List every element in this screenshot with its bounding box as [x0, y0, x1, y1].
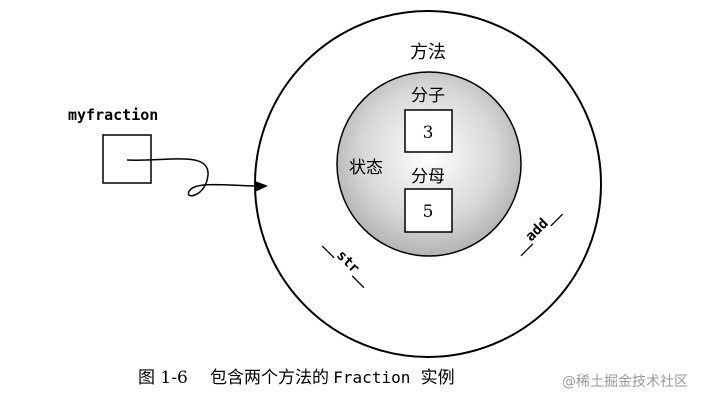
numerator-value: 3	[423, 123, 434, 143]
figure-caption: 图 1-6 包含两个方法的 Fraction 实例	[138, 368, 455, 388]
caption-text-after: 实例	[421, 368, 455, 388]
variable-label: myfraction	[68, 106, 158, 124]
variable-box	[102, 134, 152, 184]
caption-code: Fraction	[333, 368, 410, 387]
state-label: 状态	[349, 158, 383, 178]
watermark: @稀土掘金技术社区	[562, 374, 688, 390]
denominator-box	[404, 188, 453, 233]
outer-methods-label: 方法	[410, 42, 446, 63]
numerator-box	[404, 109, 453, 153]
denominator-value: 5	[423, 202, 434, 222]
caption-prefix: 图 1-6	[138, 368, 188, 388]
reference-arrow	[126, 158, 268, 197]
inner-state-circle	[336, 71, 522, 257]
denominator-label: 分母	[411, 167, 445, 187]
caption-text-before: 包含两个方法的	[210, 368, 329, 388]
numerator-label: 分子	[411, 86, 445, 106]
